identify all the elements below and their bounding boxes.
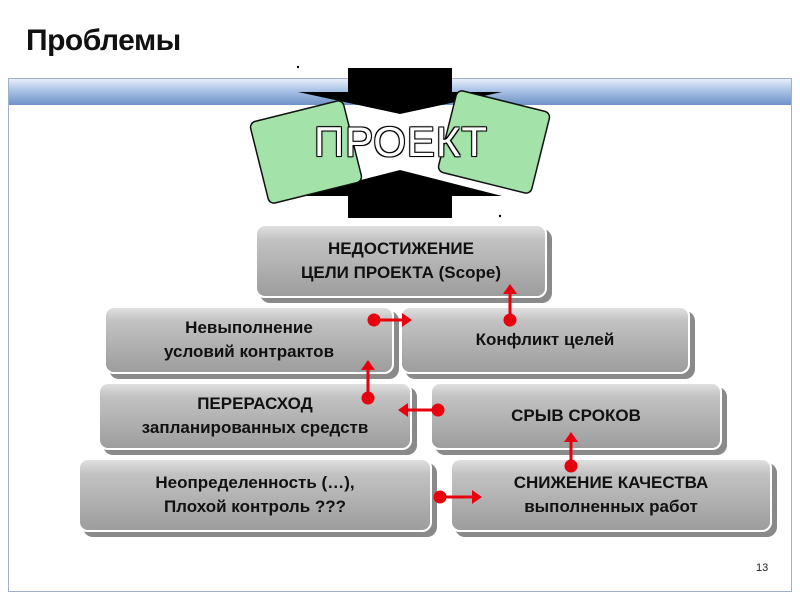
goals-conflict-box: Конфликт целей [400,306,690,374]
bottom-arrow-shape [298,170,502,218]
slide-title: Проблемы [26,24,181,57]
arrow-overspend-to-contracts [361,360,375,405]
right-card-shape [437,90,551,194]
left-card-shape [249,100,363,204]
project-label: ПРОЕКТ [313,118,489,165]
quality-box: СНИЖЕНИЕ КАЧЕСТВА выполненных работ [450,458,772,532]
goals-conflict-line1: Конфликт целей [475,330,615,349]
uncertainty-box: Неопределенность (…), Плохой контроль ??… [78,458,432,532]
uncertainty-line2: Плохой контроль ??? [163,497,347,516]
contracts-box: Невыполнение условий контрактов [104,306,394,374]
quality-line1: СНИЖЕНИЕ КАЧЕСТВА [513,473,709,492]
page-number: 13 [756,562,769,574]
overspend-line2: запланированных средств [141,418,369,437]
scope-box: НЕДОСТИЖЕНИЕ ЦЕЛИ ПРОЕКТА (Scope) [255,224,547,298]
overspend-line1: ПЕРЕРАСХОД [197,394,313,413]
arrow-conflict-to-scope [503,284,517,327]
arrow-deadlines-to-overspend [398,403,445,417]
scope-line1: НЕДОСТИЖЕНИЕ [328,239,474,258]
deadlines-box: СРЫВ СРОКОВ [430,382,722,450]
scope-line2: ЦЕЛИ ПРОЕКТА (Scope) [301,263,501,282]
arrow-uncertainty-to-quality [433,490,482,504]
overspend-box: ПЕРЕРАСХОД запланированных средств [98,382,412,450]
arrow-contracts-to-conflict [367,313,412,327]
contracts-line2: условий контрактов [163,342,335,361]
contracts-line1: Невыполнение [185,318,313,337]
top-arrow-shape [298,68,502,114]
deadlines-line1: СРЫВ СРОКОВ [511,406,641,425]
uncertainty-line1: Неопределенность (…), [155,473,355,492]
quality-line2: выполненных работ [524,497,698,516]
arrow-quality-to-deadlines [564,432,578,473]
